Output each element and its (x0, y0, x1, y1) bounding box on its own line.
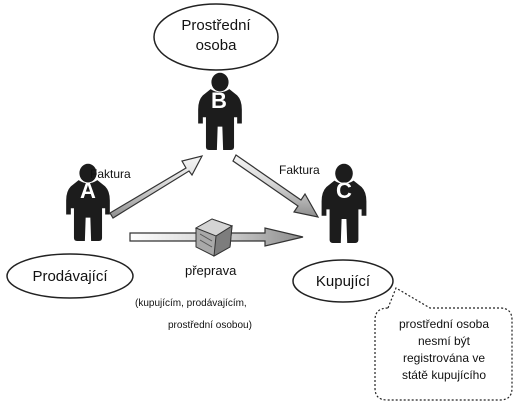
callout-line2: nesmí být (418, 334, 471, 348)
callout-line1: prostřední osoba (399, 317, 489, 331)
buyer-label: Kupující (316, 273, 371, 290)
seller-label: Prodávající (32, 268, 108, 285)
intermediary-label-line1: Prostřední (181, 17, 251, 34)
callout-bubble: prostřední osoba nesmí být registrována … (374, 287, 513, 401)
person-b-letter: B (211, 88, 227, 113)
intermediary-node: Prostřední osoba (153, 3, 279, 71)
person-a-letter: A (80, 178, 96, 203)
intermediary-label-line2: osoba (196, 37, 238, 54)
person-c: C (321, 163, 367, 243)
buyer-node: Kupující (292, 259, 394, 303)
person-a: A (66, 163, 110, 241)
arrow-a-to-b (109, 155, 204, 219)
callout-line4: státě kupujícího (402, 368, 486, 382)
person-c-letter: C (336, 178, 352, 203)
seller-node: Prodávající (6, 253, 134, 299)
transport-label: přeprava (185, 263, 237, 278)
transport-sub-line1: (kupujícím, prodávajícím, (135, 298, 247, 309)
callout-line3: registrována ve (403, 351, 485, 365)
person-b: B (198, 72, 242, 150)
arrow-b-to-c-label: Faktura (279, 163, 320, 177)
transport-sub-line2: prostřední osobou) (168, 320, 252, 331)
shipment-box-icon (194, 218, 234, 257)
arrow-a-to-b-label: Faktura (90, 167, 131, 181)
arrow-b-to-c (232, 154, 320, 218)
